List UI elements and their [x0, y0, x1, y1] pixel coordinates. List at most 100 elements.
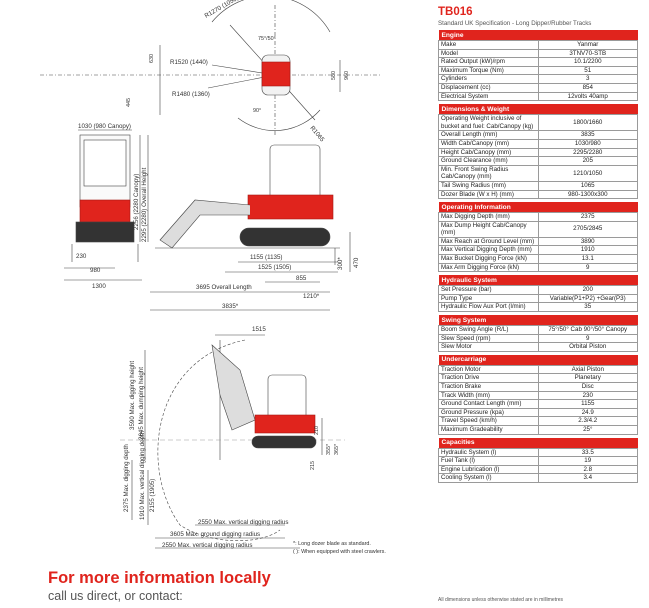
spec-value: 230 [537, 390, 638, 401]
dim-3695: 3695 Overall Length [196, 284, 252, 291]
spec-row: Set Pressure (bar)200 [438, 285, 638, 295]
spec-value: 3890 [537, 236, 638, 247]
spec-label: Overall Length (mm) [438, 130, 539, 140]
spec-row: Fuel Tank (l)19 [438, 456, 638, 466]
dim-angle-90: 90° [253, 108, 261, 114]
drawing-note-steel: ( ): When equipped with steel crawlers. [293, 549, 386, 555]
spec-value: Axial Piston [537, 364, 638, 375]
spec-row: Width Cab/Canopy (mm)1030/980 [438, 138, 638, 149]
spec-label: Boom Swing Angle (R/L) [438, 325, 539, 335]
dim-630: 630 [149, 54, 155, 63]
footnote: All dimensions unless otherwise stated a… [438, 597, 564, 603]
spec-label: Displacement (cc) [438, 82, 539, 93]
spec-label: Height Cab/Canopy (mm) [438, 147, 539, 158]
spec-value: 10.1/2200 [537, 57, 638, 67]
spec-value: 25° [537, 424, 638, 435]
spec-value: 33.5 [537, 447, 638, 458]
spec-row: Max Arm Digging Force (kN)9 [438, 262, 638, 273]
spec-label: Hydraulic Flow Aux Port (l/min) [438, 302, 539, 313]
spec-value: 2.3/4.2 [537, 416, 638, 426]
spec-label: Ground Pressure (kpa) [438, 407, 539, 418]
spec-value: Planetary [537, 373, 638, 383]
dim-960: 960 [344, 71, 350, 80]
spec-row: Displacement (cc)854 [438, 82, 638, 93]
section-title: Operating Information [438, 202, 638, 213]
spec-value: 1155 [537, 399, 638, 409]
spec-row: Travel Speed (km/h)2.3/4.2 [438, 416, 638, 426]
spec-label: Slew Speed (rpm) [438, 333, 539, 344]
spec-value: 3 [537, 74, 638, 84]
spec-label: Travel Speed (km/h) [438, 416, 539, 426]
spec-label: Pump Type [438, 293, 539, 304]
dim-1910: 1910 Max. vertical digging depth [139, 430, 146, 520]
technical-drawing: R1270 (1050) R1520 (1440) R1480 (1360) R… [40, 0, 386, 555]
spec-label: Max Arm Digging Force (kN) [438, 262, 539, 273]
spec-value: 200 [537, 285, 638, 295]
spec-value: Yanmar [537, 40, 638, 50]
section-title: Swing System [438, 315, 638, 326]
dim-445: 445 [126, 98, 132, 107]
spec-label: Min. Front Swing Radius Cab/Canopy (mm) [438, 164, 539, 182]
spec-label: Ground Contact Length (mm) [438, 399, 539, 409]
promo-title: For more information locally [48, 569, 271, 587]
dim-230: 230 [76, 253, 87, 260]
spec-row: Boom Swing Angle (R/L)75°/50° Cab 90°/50… [438, 325, 638, 335]
spec-label: Tail Swing Radius (mm) [438, 180, 539, 191]
dim-1525: 1525 (1505) [258, 264, 291, 271]
spec-label: Max Bucket Digging Force (kN) [438, 254, 539, 264]
spec-label: Cooling System (l) [438, 473, 539, 483]
spec-label: Traction Drive [438, 373, 539, 383]
dim-855: 855 [296, 275, 307, 282]
spec-value: 3TNV70-STB [537, 48, 638, 59]
section-title: Undercarriage [438, 354, 638, 366]
spec-label: Track Width (mm) [438, 390, 539, 401]
dim-r1065: R1065 [308, 125, 325, 144]
dim-2550-a: 2550 Max. vertical digging radius [198, 519, 288, 526]
spec-row: Max Bucket Digging Force (kN)13.1 [438, 254, 638, 264]
dim-300: 300* [337, 257, 344, 270]
dim-2550-b: 2550 Max. vertical digging radius [162, 542, 252, 549]
spec-label: Model [438, 48, 539, 59]
spec-label: Set Pressure (bar) [438, 285, 539, 295]
spec-label: Maximum Torque (Nm) [438, 65, 539, 76]
spec-label: Dozer Blade (W x H) (mm) [438, 189, 539, 200]
spec-row: Hydraulic System (l)33.5 [438, 447, 638, 458]
spec-row: Max Reach at Ground Level (mm)3890 [438, 236, 638, 247]
spec-row: Tail Swing Radius (mm)1065 [438, 180, 638, 191]
spec-label: Max Dump Height Cab/Canopy (mm) [438, 220, 539, 238]
dim-2155: 2155 (1905) [149, 479, 156, 512]
spec-label: Electrical System [438, 91, 539, 102]
spec-value: 75°/50° Cab 90°/50° Canopy [537, 325, 638, 335]
spec-value: 1800/1660 [537, 114, 638, 132]
dim-1515: 1515 [252, 326, 266, 333]
dim-2375: 2375 Max. digging depth [123, 444, 130, 512]
spec-value: Orbital Piston [537, 342, 638, 352]
dim-210: 210 [314, 426, 320, 435]
spec-row: Slew Speed (rpm)9 [438, 333, 638, 344]
dim-angle-75: 75°/50° [258, 36, 276, 42]
section-title: Capacities [438, 437, 638, 449]
spec-panel: TB016 Standard UK Specification - Long D… [438, 6, 638, 486]
spec-label: Max Vertical Digging Depth (mm) [438, 245, 539, 256]
spec-label: Max Digging Depth (mm) [438, 212, 539, 222]
spec-row: Ground Clearance (mm)205 [438, 156, 638, 166]
spec-value: 205 [537, 156, 638, 166]
dim-470: 470 [353, 257, 360, 268]
dim-1155: 1155 (1135) [250, 254, 282, 261]
spec-label: Engine Lubrication (l) [438, 464, 539, 475]
spec-row: Operating Weight inclusive of bucket and… [438, 114, 638, 132]
spec-label: Traction Brake [438, 382, 539, 392]
spec-row: Max Digging Depth (mm)2375 [438, 212, 638, 222]
dim-r1480: R1480 (1360) [172, 91, 210, 98]
spec-value: 2375 [537, 212, 638, 222]
